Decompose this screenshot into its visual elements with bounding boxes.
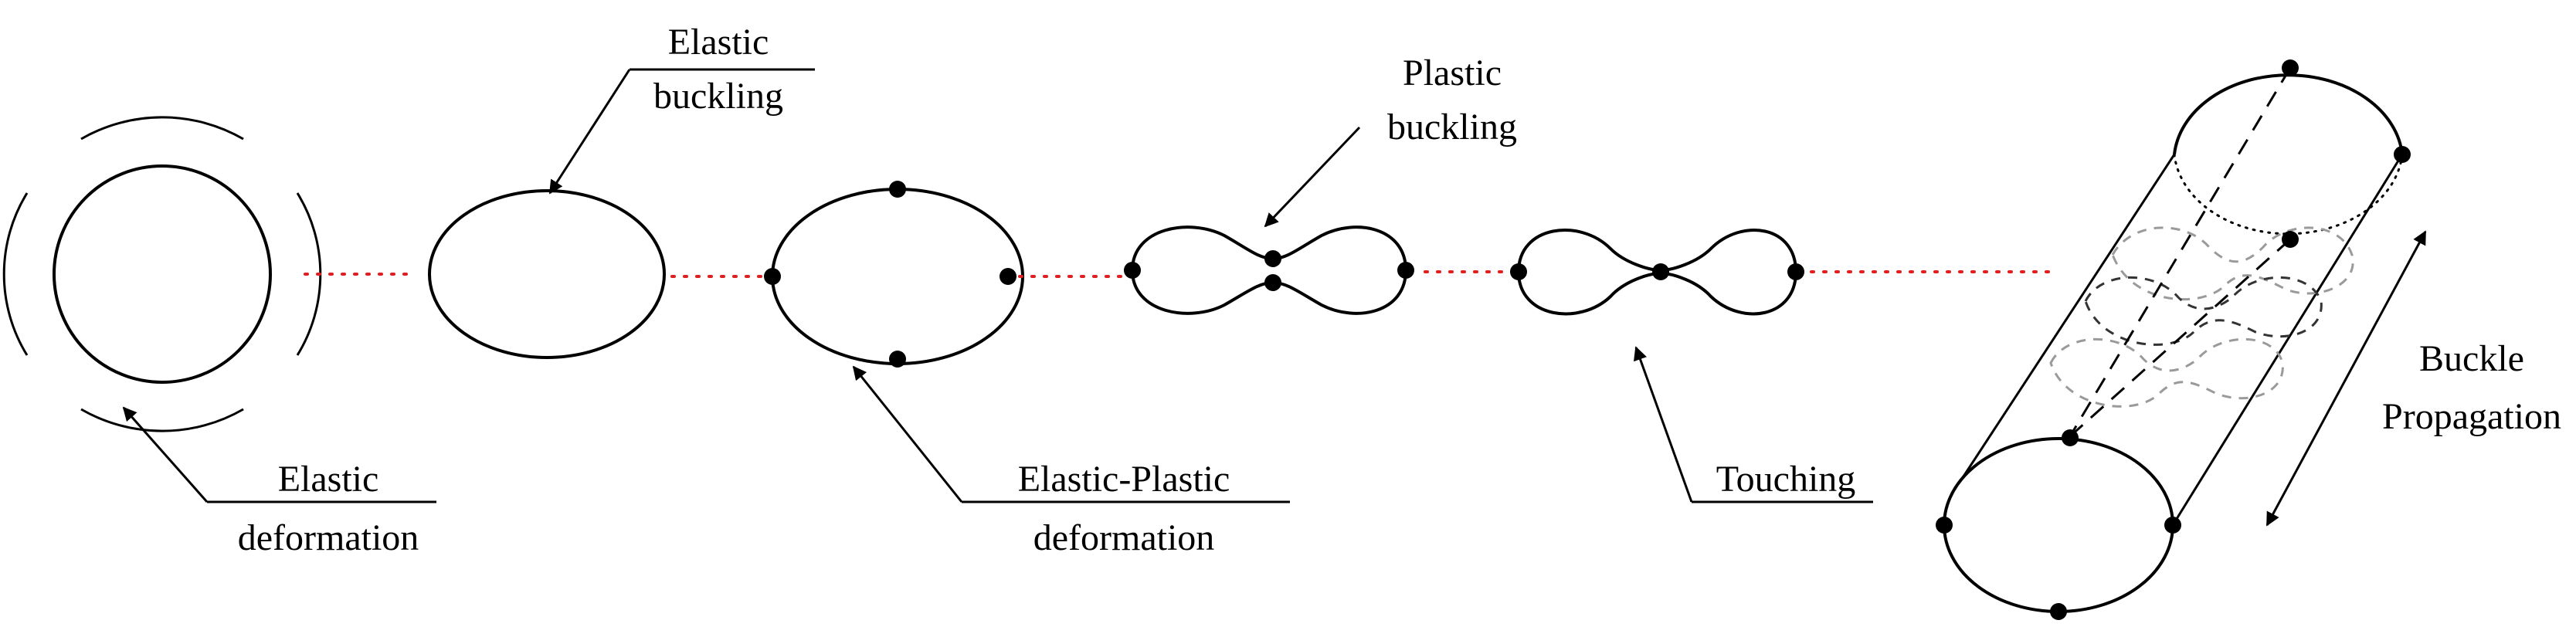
label-deformation-line2: deformation xyxy=(238,517,419,558)
pressure-arc-bottom xyxy=(80,408,244,432)
label-plastic-line1: Plastic xyxy=(1403,53,1502,93)
pipe-wall-left xyxy=(1960,154,2176,480)
buckle-axis-line xyxy=(2069,67,2292,437)
label-elastic-line1: Elastic xyxy=(668,22,769,63)
label-buckling-line2: buckling xyxy=(1387,107,1517,147)
node-far-top xyxy=(2282,59,2299,76)
leader-arrow-elastic-deformation xyxy=(122,406,209,503)
leader-arrow-plastic-buckling xyxy=(1264,126,1361,228)
pipe-circle-intact xyxy=(53,164,272,384)
node-near-top xyxy=(2062,429,2079,446)
stage-elastic-plastic-deformation: Elastic-Plastic deformation xyxy=(764,181,1290,558)
label-touching: Touching xyxy=(1716,459,1856,500)
pipe-ellipse-plastic-hinges xyxy=(771,188,1024,365)
node-near-right xyxy=(2164,517,2181,534)
stage-touching: Touching xyxy=(1510,229,1873,503)
plastic-hinge-right xyxy=(1000,268,1016,285)
stage-elastic-deformation: Elastic deformation xyxy=(2,116,436,558)
hidden-section-2 xyxy=(2084,276,2323,346)
propagation-double-arrow xyxy=(2265,230,2427,527)
label-elastic-plastic-line1: Elastic-Plastic xyxy=(1018,459,1230,500)
label-buckling-line2: buckling xyxy=(653,76,783,117)
stage-elastic-buckling: Elastic buckling xyxy=(428,22,815,359)
node-far-right xyxy=(2394,146,2411,163)
node-far-bottom xyxy=(2282,231,2299,248)
node-near-left xyxy=(1936,517,1953,534)
plastic-hinge-left xyxy=(1124,262,1141,279)
plastic-hinge-right xyxy=(1787,263,1804,280)
leader-arrow-elastic-buckling xyxy=(548,69,631,195)
hidden-section-1 xyxy=(2111,226,2354,301)
label-propagation-line2: Propagation xyxy=(2382,396,2561,437)
pressure-arc-top xyxy=(80,116,244,141)
label-elastic-line1: Elastic xyxy=(278,459,379,500)
plastic-hinge-top xyxy=(889,181,906,198)
buckle-diagonal-line xyxy=(2069,238,2292,438)
leader-arrow-elastic-plastic xyxy=(852,365,963,503)
node-near-bottom xyxy=(2050,603,2067,620)
label-buckle-line1: Buckle xyxy=(2419,338,2524,379)
pressure-arc-left xyxy=(2,192,29,356)
near-end-rim xyxy=(1943,437,2174,613)
stage-buckle-propagation: Buckle Propagation xyxy=(1936,59,2561,620)
far-end-rim-visible xyxy=(2173,73,2404,155)
plastic-hinge-bottom xyxy=(1264,274,1281,291)
contact-point xyxy=(1652,263,1669,280)
plastic-hinge-left xyxy=(1510,263,1527,280)
plastic-hinge-left xyxy=(764,268,781,285)
hidden-section-3 xyxy=(2049,337,2284,408)
stage-plastic-buckling: Plastic buckling xyxy=(1124,53,1517,315)
plastic-hinge-top xyxy=(1264,250,1281,267)
pipe-dogbone-profile xyxy=(1130,225,1408,315)
pipe-ellipse-buckled xyxy=(428,189,666,359)
far-end-rim-hidden xyxy=(2173,153,2404,236)
leader-arrow-touching xyxy=(1634,346,1693,503)
label-deformation-line2: deformation xyxy=(1033,517,1215,558)
plastic-hinge-bottom xyxy=(889,351,906,368)
plastic-hinge-right xyxy=(1397,262,1414,279)
